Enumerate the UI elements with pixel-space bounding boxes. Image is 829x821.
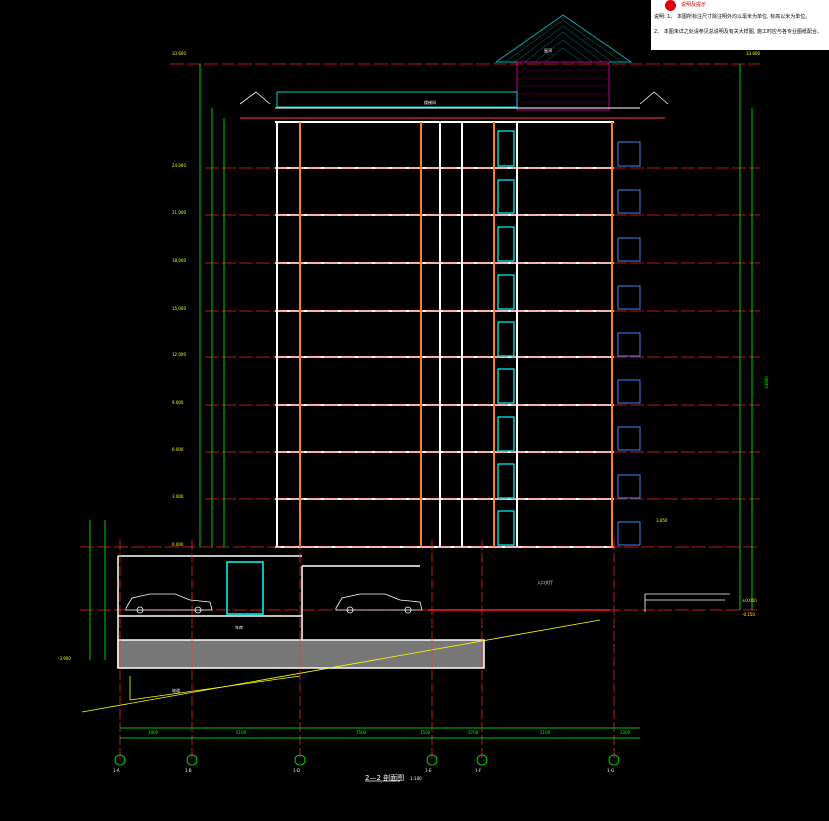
axis-label: 1-G [607, 768, 615, 773]
axis-bubble [114, 754, 126, 766]
floor-el-3: 18.000 [172, 258, 186, 263]
notes-box: 说明及提示 说明: 1、 本图所标注尺寸除注明外均以毫米为单位, 标高以米为单位… [651, 0, 829, 50]
step-elevation: -0.150 [742, 612, 755, 617]
floor-slabs [275, 121, 614, 548]
axis-bubble [608, 754, 620, 766]
roof-pyramid [494, 14, 633, 111]
notes-heading: 说明及提示 [681, 2, 707, 8]
right-elevation-label: 33.600 [746, 51, 760, 56]
roof-top-label: 屋顶 [544, 48, 552, 53]
dim-2: 5100 [236, 730, 247, 735]
axis-bubble [476, 754, 488, 766]
floor-el-1: 24.000 [172, 163, 186, 168]
axis-label: 1-B [185, 768, 192, 773]
ramp-label: 坡道 [172, 688, 180, 693]
axis-label: 1-E [425, 768, 432, 773]
canopy-elevation: 3.650 [656, 518, 668, 523]
left-elevation-label: 33.600 [172, 51, 186, 56]
axis-bubble [294, 754, 306, 766]
overall-height-dim: 34800 [763, 376, 769, 389]
stair-room-label: 楼梯间 [424, 100, 436, 105]
drawing-title: 2—2 剖面图 1:100 [365, 773, 422, 783]
drawing-scale: 1:100 [410, 776, 422, 781]
parking-label: 车库 [235, 625, 243, 630]
axis-label: 1-F [475, 768, 482, 773]
drawing-title-text: 2—2 剖面图 [365, 774, 405, 782]
dim-3: 7500 [356, 730, 367, 735]
ground-elevation: ±0.000 [742, 598, 757, 603]
floor-el-8: 3.000 [172, 494, 184, 499]
dim-6: 2100 [540, 730, 551, 735]
axis-label: 1-A [113, 768, 120, 773]
axis-label: 1-D [293, 768, 301, 773]
axis-bubble [426, 754, 438, 766]
floor-el-5: 12.000 [172, 352, 186, 357]
axis-bubble [186, 754, 198, 766]
floor-el-4: 15.000 [172, 306, 186, 311]
dim-4: 1500 [420, 730, 431, 735]
garage [117, 555, 610, 669]
floor-el-2: 21.000 [172, 210, 186, 215]
basement-elevation: -3.900 [58, 656, 71, 661]
dim-1: 1900 [148, 730, 159, 735]
floor-el-9: 0.000 [172, 542, 184, 547]
floor-el-6: 9.000 [172, 400, 184, 405]
lobby-label: 入口大厅 [537, 580, 553, 585]
note-line-1: 说明: 1、 本图所标注尺寸除注明外均以毫米为单位, 标高以米为单位。 [654, 14, 811, 20]
floor-el-7: 6.000 [172, 447, 184, 452]
revision-mark-icon [665, 0, 676, 11]
note-line-2: 2、 本图未详之处请参见总说明及有关大样图, 施工时应与各专业图纸配合。 [654, 29, 822, 35]
dim-5: 2700 [468, 730, 479, 735]
dim-7: 3300 [620, 730, 631, 735]
